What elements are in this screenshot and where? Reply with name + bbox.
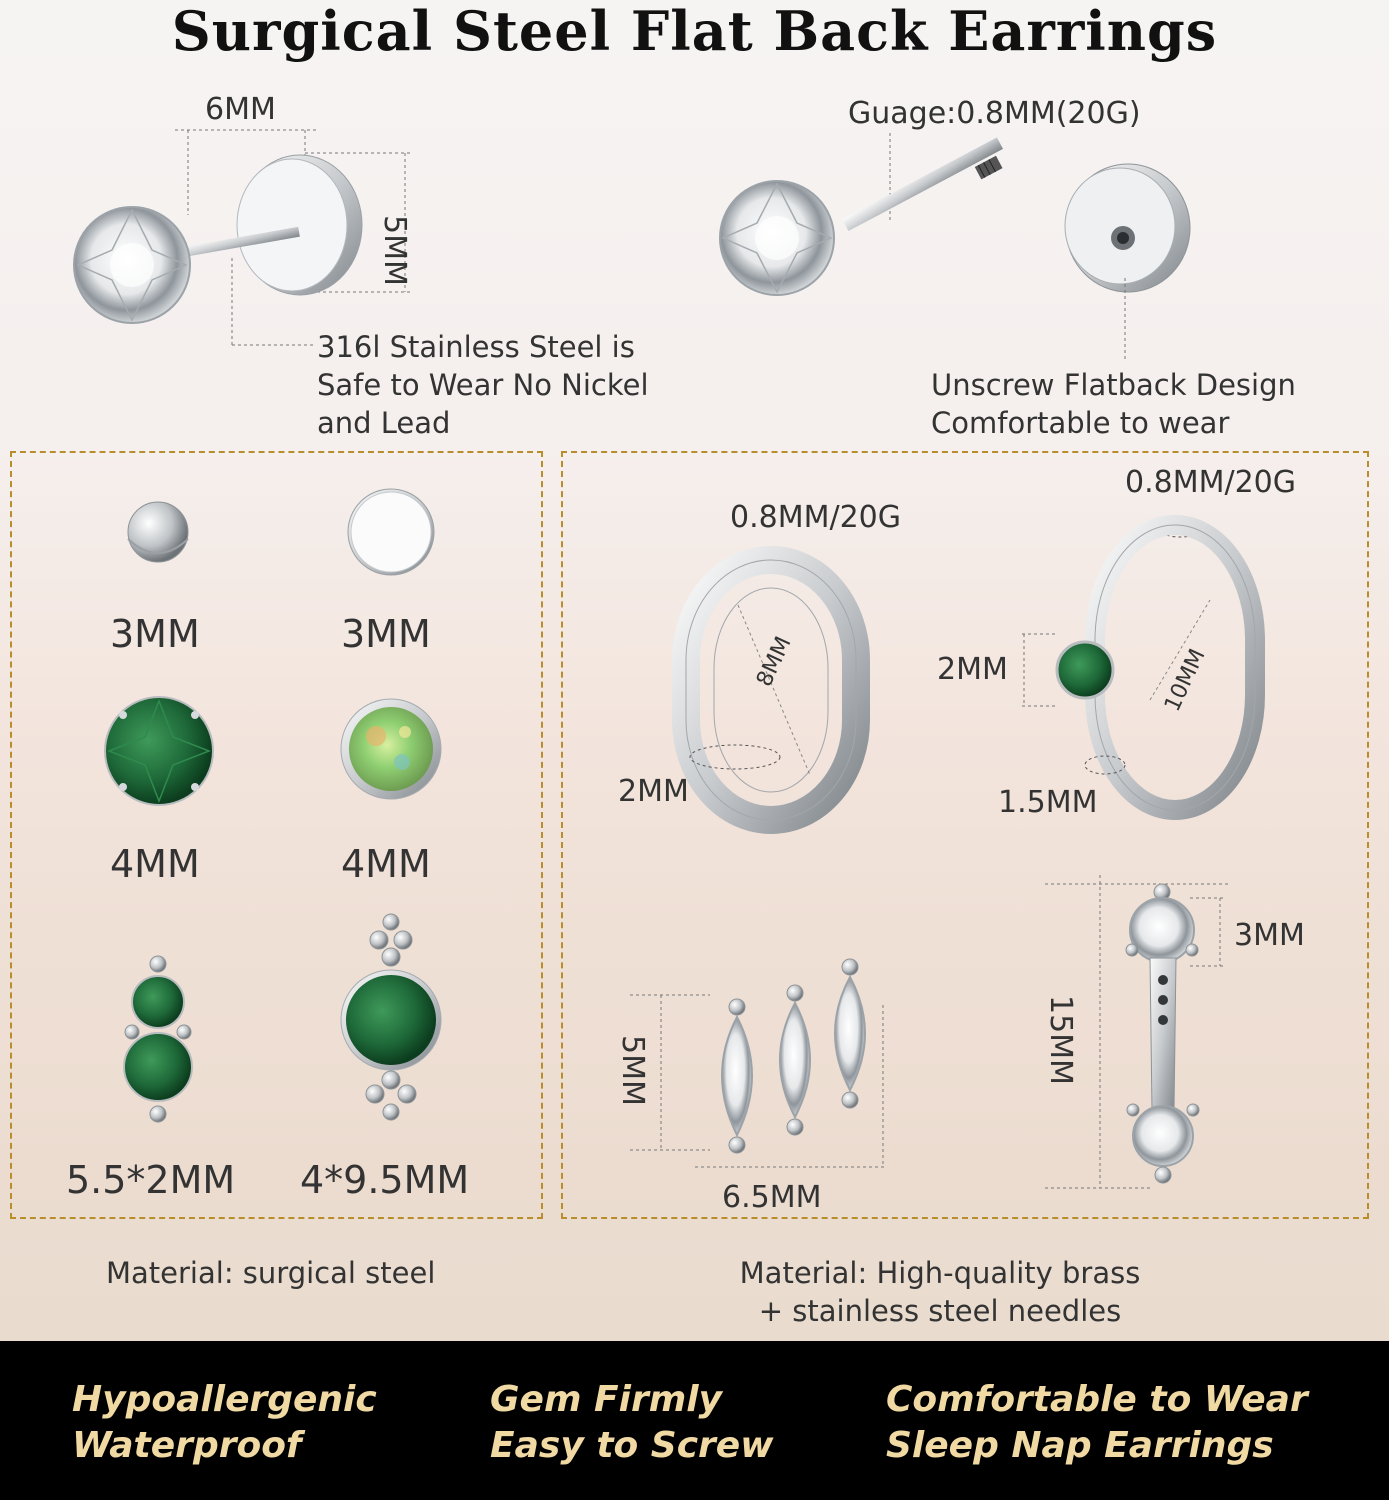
double-emerald-icon <box>123 955 193 1123</box>
footer-column: Gem Firmly Easy to Screw <box>490 1377 773 1469</box>
design-note: Unscrew Flatback Design Comfortable to w… <box>931 366 1296 442</box>
huggie-hoop-icon <box>672 546 870 834</box>
footer-feature: Sleep Nap Earrings <box>886 1425 1274 1466</box>
size-label: 4MM <box>110 842 200 886</box>
material-note-line: 316l Stainless Steel is <box>317 330 635 364</box>
footer-feature: Gem Firmly <box>490 1379 723 1420</box>
stud-height-label: 5MM <box>377 215 412 286</box>
design-note-line: Comfortable to wear <box>931 406 1230 440</box>
brass-panel <box>561 451 1369 1219</box>
hoop2-stone-label: 2MM <box>937 652 1008 687</box>
size-label: 4*9.5MM <box>300 1158 470 1202</box>
cluster-width-label: 6.5MM <box>722 1180 822 1215</box>
design-note-line: Unscrew Flatback Design <box>931 368 1296 402</box>
hoop1-width-label: 2MM <box>618 774 689 809</box>
marquise-cluster-icon <box>630 958 887 1168</box>
gauge-label: Guage:0.8MM(20G) <box>848 96 1141 131</box>
hoop2-width-label: 1.5MM <box>998 785 1098 820</box>
right-material-line: Material: High-quality brass <box>739 1256 1141 1290</box>
opal-stud-icon <box>340 698 442 800</box>
footer-column: Comfortable to Wear Sleep Nap Earrings <box>886 1377 1308 1469</box>
size-label: 5.5*2MM <box>66 1158 236 1202</box>
footer-feature: Comfortable to Wear <box>886 1379 1308 1420</box>
size-label: 3MM <box>341 612 431 656</box>
right-material-label: Material: High-quality brass + stainless… <box>700 1254 1180 1330</box>
surgical-steel-panel <box>10 451 543 1219</box>
footer-feature: Waterproof <box>72 1425 302 1466</box>
hoop2-gauge-label: 0.8MM/20G <box>1125 465 1297 500</box>
size-label: 4MM <box>341 842 431 886</box>
steel-ball-icon <box>127 501 189 563</box>
jacket-stone-label: 3MM <box>1234 918 1305 953</box>
footer-feature: Hypoallergenic <box>72 1379 377 1420</box>
feature-footer: Hypoallergenic Waterproof Gem Firmly Eas… <box>0 1341 1389 1500</box>
jacket-length-label: 15MM <box>1043 995 1078 1085</box>
material-note: 316l Stainless Steel is Safe to Wear No … <box>317 328 649 442</box>
flat-disc-icon <box>347 488 435 576</box>
emerald-bead-icon <box>340 913 442 1121</box>
footer-feature: Easy to Screw <box>490 1425 774 1466</box>
emerald-hoop-icon <box>1022 515 1265 820</box>
material-note-line: and Lead <box>317 406 451 440</box>
material-note-line: Safe to Wear No Nickel <box>317 368 649 402</box>
right-material-line: + stainless steel needles <box>758 1294 1122 1328</box>
left-material-label: Material: surgical steel <box>106 1256 436 1290</box>
round-crystal-stud-icon <box>73 129 410 346</box>
hoop1-gauge-label: 0.8MM/20G <box>730 500 902 535</box>
footer-column: Hypoallergenic Waterproof <box>72 1377 377 1469</box>
stud-width-label: 6MM <box>205 92 276 127</box>
page-title: Surgical Steel Flat Back Earrings <box>171 0 1218 63</box>
flatback-disc-icon <box>719 133 1191 360</box>
size-label: 3MM <box>110 612 200 656</box>
cluster-height-label: 5MM <box>615 1035 650 1106</box>
ear-jacket-icon <box>1045 875 1230 1189</box>
emerald-stud-icon <box>104 696 214 806</box>
